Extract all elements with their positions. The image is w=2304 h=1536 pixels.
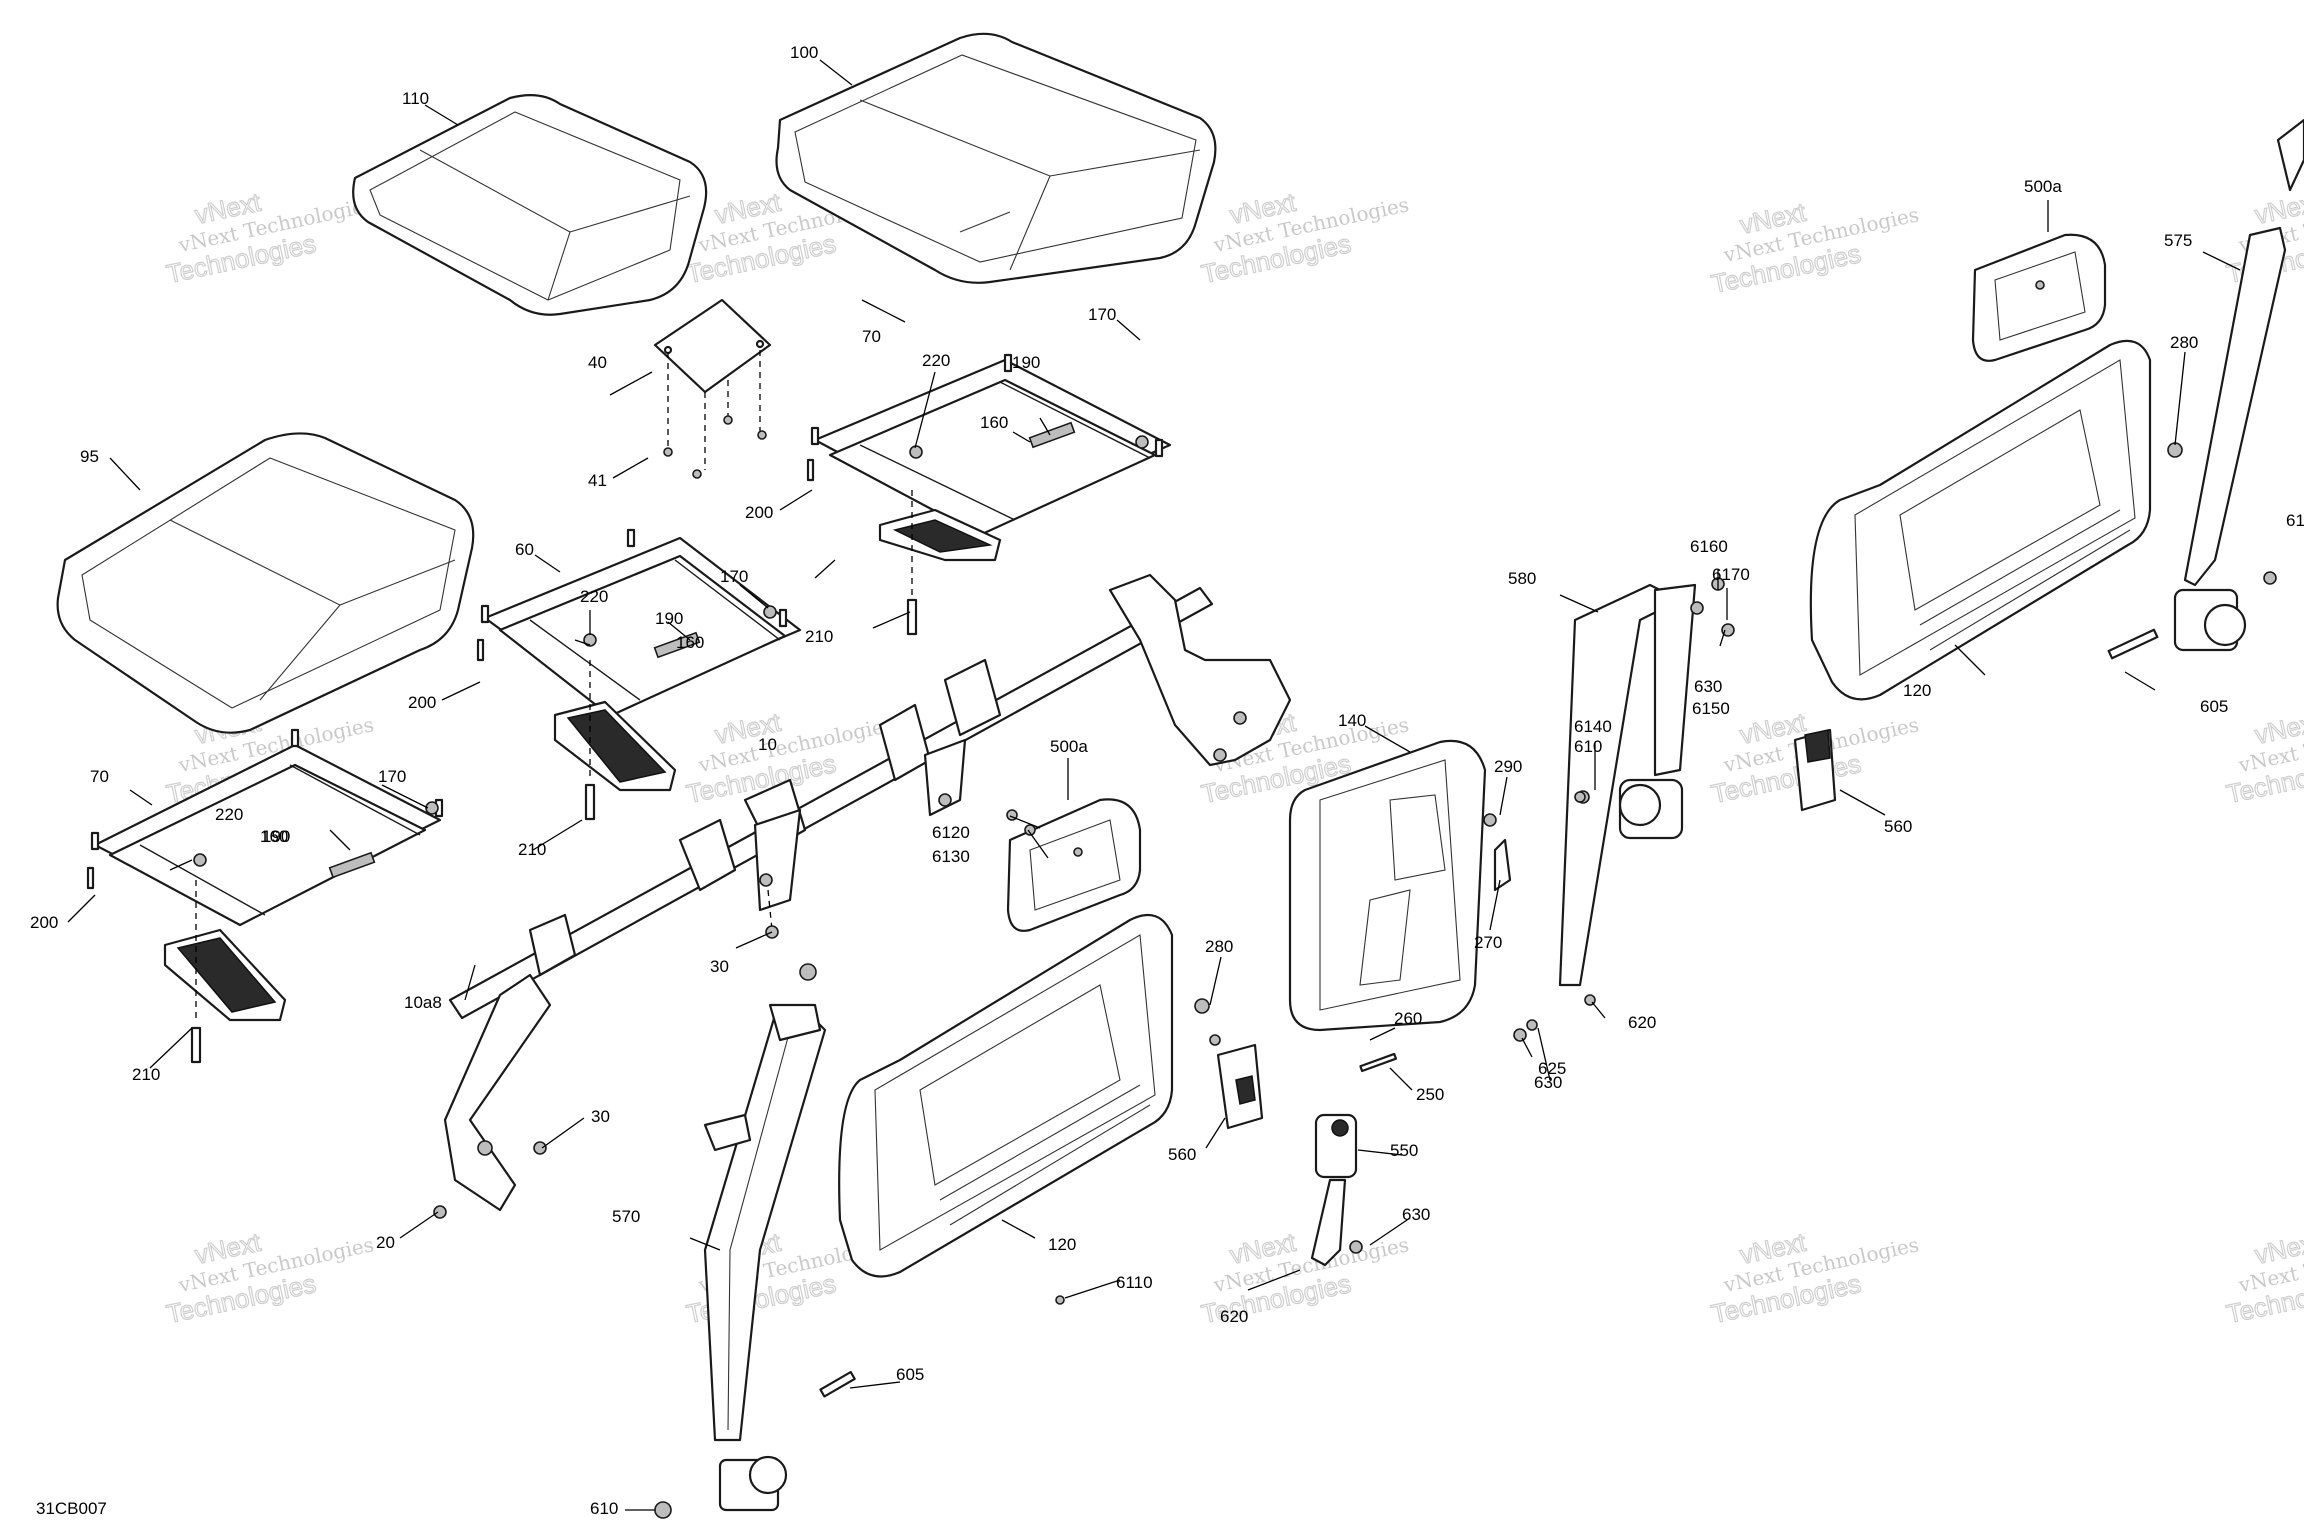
seat-frame-70-bottom (86, 728, 444, 1064)
callout-label: 190 (1012, 353, 1040, 372)
callout-label: 140 (1338, 711, 1366, 730)
callout-label: 70 (862, 327, 881, 346)
leader-lines (67, 59, 2241, 1511)
callout-label: 630 (1402, 1205, 1430, 1224)
callout-label: 160 (260, 827, 288, 846)
callout-label: 95 (80, 447, 99, 466)
main-frame-10 (443, 573, 1292, 1212)
callout-label: 160 (980, 413, 1008, 432)
callout-label: 6170 (1712, 565, 1750, 584)
cover-560-center (1216, 1043, 1264, 1130)
callout-label: 6110 (1116, 1273, 1153, 1292)
callout-label: 70 (90, 767, 109, 786)
headrest-500a-center (1006, 798, 1142, 932)
callout-label: 610 (1574, 737, 1602, 756)
callout-label: 190 (655, 609, 683, 628)
callout-label: 500a (2024, 177, 2062, 196)
callout-label: 605 (2200, 697, 2228, 716)
cover-560-right (1793, 728, 1837, 812)
callout-label: 41 (588, 471, 607, 490)
callout-label: 620 (1220, 1307, 1248, 1326)
callout-label: 200 (30, 913, 58, 932)
callout-label: 560 (1884, 817, 1912, 836)
callout-label: 200 (408, 693, 436, 712)
callout-label: 250 (1416, 1085, 1444, 1104)
seat-back-120-right (1809, 339, 2183, 701)
callout-label: 610 (590, 1499, 618, 1518)
callout-label: 220 (922, 351, 950, 370)
callout-label: 210 (805, 627, 833, 646)
callout-label: 120 (1048, 1235, 1076, 1254)
small-hardware (433, 577, 2159, 1398)
callout-label: 61 (2286, 511, 2304, 530)
callout-label: 30 (710, 957, 729, 976)
callout-label: 110 (402, 89, 429, 108)
callout-label: 220 (580, 587, 608, 606)
seat-belt-575 (2173, 118, 2304, 652)
callout-label: 100 (790, 43, 818, 62)
callout-label: 20 (376, 1233, 395, 1252)
callout-label: 550 (1390, 1141, 1418, 1160)
seat-belt-570 (654, 963, 827, 1519)
callout-label: 630 (1534, 1073, 1562, 1092)
callout-label: 10 (758, 735, 777, 754)
callout-label: 6130 (932, 847, 970, 866)
callout-label: 210 (518, 840, 546, 859)
callout-label: 280 (2170, 333, 2198, 352)
callout-label: 570 (612, 1207, 640, 1226)
headrest-500a-right (1971, 233, 2107, 362)
seat-belt-580 (1558, 583, 1735, 987)
seat-back-120-center (838, 913, 1210, 1278)
callout-label: 580 (1508, 569, 1536, 588)
callout-label: 620 (1628, 1013, 1656, 1032)
callout-label: 170 (378, 767, 406, 786)
callout-label: 10a8 (404, 993, 442, 1012)
callout-label: 170 (1088, 305, 1116, 324)
callout-label: 575 (2164, 231, 2192, 250)
plate-40 (653, 298, 772, 479)
callout-label: 6120 (932, 823, 970, 842)
callout-label: 605 (896, 1365, 924, 1384)
seat-cushion-95 (56, 432, 475, 734)
buckle-550 (1310, 1113, 1363, 1267)
callout-label: 200 (745, 503, 773, 522)
callout-label: 500a (1050, 737, 1088, 756)
callout-label: 120 (1903, 681, 1931, 700)
seat-frame-70-top (806, 353, 1172, 636)
seat-cushion-110 (352, 93, 708, 316)
drawing-id: 31CB007 (36, 1499, 107, 1518)
callout-label: 270 (1474, 933, 1502, 952)
callout-label: 220 (215, 805, 243, 824)
callout-label: 625 (1538, 1059, 1566, 1078)
callout-label: 260 (1394, 1009, 1422, 1028)
callout-label: 170 (720, 567, 748, 586)
callout-label: 190 (262, 827, 290, 846)
callout-label: 280 (1205, 937, 1233, 956)
callout-label: 560 (1168, 1145, 1196, 1164)
seat-cushion-100 (775, 32, 1217, 284)
callout-label: 6140 (1574, 717, 1612, 736)
callout-label: 210 (132, 1065, 160, 1084)
callout-label: 290 (1494, 757, 1522, 776)
callout-label: 630 (1694, 677, 1722, 696)
callout-label: 60 (515, 540, 534, 559)
callout-label: 6160 (1690, 537, 1728, 556)
callout-label: 30 (591, 1107, 610, 1126)
callout-label: 40 (588, 353, 607, 372)
seat-back-140 (1288, 739, 1512, 1032)
seat-frame-60-middle (476, 528, 802, 821)
callout-label: 6150 (1692, 699, 1730, 718)
callout-label: 160 (676, 633, 704, 652)
